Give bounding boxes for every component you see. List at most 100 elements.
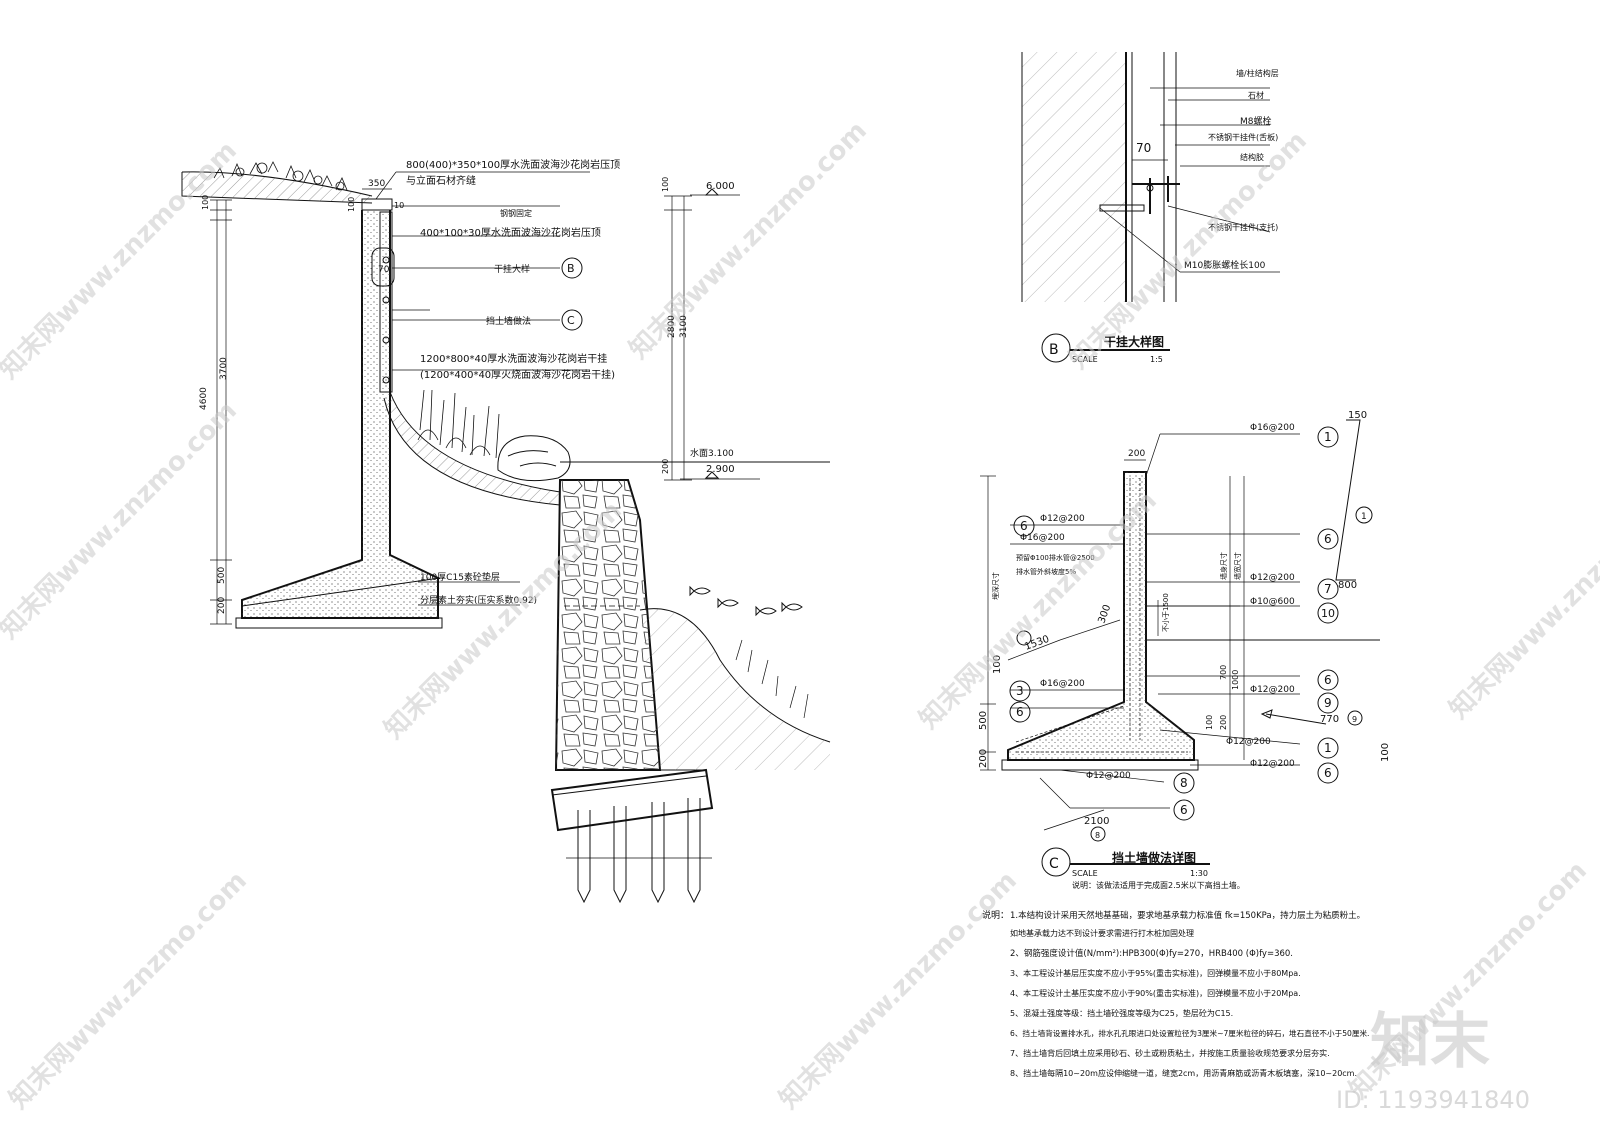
circled-number-marks bbox=[1009, 426, 1373, 842]
callout-steel-fix: 钢钢固定 bbox=[500, 208, 532, 218]
dim-200: 200 bbox=[217, 597, 227, 614]
callout-coping-400: 400*100*30厚水洗面波海沙花岗岩压顶 bbox=[420, 226, 601, 239]
note-2: 2、钢筋强度设计值(N/mm²):HPB300(Φ)fy=270，HRB400 … bbox=[1010, 948, 1293, 959]
note-3: 3、本工程设计基层压实度不应小于95%(重击实标准)，回弹模量不应小于80Mpa… bbox=[1010, 968, 1301, 978]
detail-marker-b bbox=[561, 257, 583, 279]
note-1b: 如地基承载力达不到设计要求需进行打木桩加固处理 bbox=[1010, 928, 1194, 938]
detail-marker-c bbox=[561, 309, 583, 331]
note-4: 4、本工程设计土基压实度不应小于90%(重击实标准)，回弹模量不应小于20Mpa… bbox=[1010, 988, 1301, 998]
note-1: 1.本结构设计采用天然地基基础，要求地基承载力标准值 fk=150KPa，持力层… bbox=[1010, 910, 1365, 921]
id-watermark: ID: 1193941840 bbox=[1336, 1086, 1530, 1114]
b-label-tongue: 不锈钢干挂件(舌板) bbox=[1208, 132, 1278, 142]
dim-100c: 100 bbox=[661, 177, 670, 192]
c-dim-1000: 1000 bbox=[1231, 670, 1240, 690]
c-note-drain: 预留Φ100排水管@2500 bbox=[1016, 553, 1095, 562]
c-num-3: 7 bbox=[1324, 582, 1332, 596]
fish-icons bbox=[689, 585, 803, 617]
b-scale-label: SCALE bbox=[1072, 355, 1098, 364]
c-rebar-6: Φ16@200 bbox=[1040, 679, 1085, 689]
b-marker: B bbox=[1049, 342, 1059, 358]
callout-cladding: 1200*800*40厚水洗面波海沙花岗岩干挂 bbox=[420, 352, 607, 365]
c-dim-700: 700 bbox=[1219, 665, 1228, 680]
c-dim-200: 200 bbox=[978, 749, 989, 768]
dim-350: 350 bbox=[368, 179, 385, 189]
bed-plants bbox=[417, 389, 500, 459]
c-note-wall: 墙身尺寸 bbox=[1219, 552, 1228, 580]
c-subnote: 说明：该做法适用于完成面2.5米以下高挡土墙。 bbox=[1072, 880, 1245, 890]
dim-100a: 100 bbox=[201, 195, 210, 210]
c-dim-500: 500 bbox=[978, 711, 989, 730]
watermark-2: 知末网www.znzmo.com bbox=[0, 396, 243, 645]
c-num-15: 8 bbox=[1095, 831, 1100, 840]
b-dim-70: 70 bbox=[1136, 141, 1151, 155]
c-note-bury: 埋深尺寸 bbox=[991, 572, 1000, 600]
c-dim-300: 300 bbox=[1096, 603, 1113, 625]
c-dim-800: 800 bbox=[1338, 580, 1357, 591]
watermark-6: 知末网www.znzmo.com bbox=[624, 116, 873, 365]
callout-coping-top: 800(400)*350*100厚水洗面波海沙花岗岩压顶 bbox=[406, 158, 620, 171]
c-rebar-3: Φ12@200 bbox=[1250, 573, 1295, 583]
dim-70: 70 bbox=[378, 265, 390, 275]
marker-b-label: B bbox=[567, 262, 575, 275]
dim-3100: 3100 bbox=[679, 315, 689, 338]
c-rebar-2: Φ16@200 bbox=[1020, 533, 1065, 543]
piles bbox=[577, 798, 701, 904]
c-scale: 1:30 bbox=[1190, 869, 1208, 878]
c-rebar-5: Φ12@200 bbox=[1250, 685, 1295, 695]
water-level: 水面3.100 bbox=[690, 447, 734, 459]
c-dim-770: 770 bbox=[1320, 714, 1339, 725]
c-num-10: 6 bbox=[1180, 803, 1188, 817]
c-num-2: 6 bbox=[1324, 532, 1332, 546]
callout-align-stone: 与立面石材齐缝 bbox=[406, 174, 476, 187]
c-rebar-1: Φ12@200 bbox=[1040, 514, 1085, 524]
watermarks: 知末网www.znzmo.com 知末网www.znzmo.com 知末网www… bbox=[0, 116, 1600, 1115]
b-label-m8: M8螺栓 bbox=[1240, 115, 1272, 127]
c-rebar-9: Φ12@200 bbox=[1226, 737, 1271, 747]
b-label-wall: 墙/柱结构层 bbox=[1236, 68, 1279, 78]
callout-bedding: 100厚C15素砼垫层 bbox=[420, 571, 500, 583]
note-8: 8、挡土墙每隔10~20m应设伸缩缝一道，缝宽2cm，用沥青麻筋或沥青木板填塞，… bbox=[1010, 1068, 1357, 1078]
callout-compaction: 分层素土夯实(压实系数0.92) bbox=[420, 594, 537, 606]
c-dim-2100: 2100 bbox=[1084, 816, 1109, 827]
c-dim-100r: 100 bbox=[1380, 743, 1391, 762]
c-scale-label: SCALE bbox=[1072, 869, 1098, 878]
dim-4600: 4600 bbox=[199, 387, 209, 410]
logo-watermark: 知末 bbox=[1370, 1007, 1490, 1077]
b-label-glue: 结构胶 bbox=[1240, 152, 1264, 162]
c-note-width: 墙宽尺寸 bbox=[1233, 552, 1242, 580]
callout-cladding-alt: (1200*400*40厚火烧面波海沙花岗岩干挂) bbox=[420, 368, 615, 381]
c-num-7: 1 bbox=[1324, 741, 1332, 755]
c-rebar-0: Φ16@200 bbox=[1250, 423, 1295, 433]
c-num-13: 1 bbox=[1361, 512, 1367, 522]
b-title: 干挂大样图 bbox=[1104, 334, 1164, 349]
c-num-6: 9 bbox=[1324, 696, 1332, 710]
c-num-14: 9 bbox=[1352, 715, 1357, 724]
b-scale: 1:5 bbox=[1150, 355, 1163, 364]
c-num-5: 6 bbox=[1324, 673, 1332, 687]
watermark-4: 知末网www.znzmo.com bbox=[4, 866, 253, 1115]
notes-heading: 说明： bbox=[982, 909, 1009, 921]
note-5: 5、混凝土强度等级：挡土墙砼强度等级为C25，垫层砼为C15. bbox=[1010, 1008, 1233, 1018]
c-dim-200top: 200 bbox=[1128, 449, 1145, 459]
elev-6000: 6.000 bbox=[706, 181, 735, 192]
c-rebar-8: Φ12@200 bbox=[1086, 771, 1131, 781]
c-rebar-7: Φ12@200 bbox=[1250, 759, 1295, 769]
left-section bbox=[181, 161, 831, 904]
watermark-5: 知末网www.znzmo.com bbox=[774, 866, 1023, 1115]
dim-10: 10 bbox=[394, 201, 404, 210]
c-num-4: 10 bbox=[1321, 607, 1335, 620]
c-num-8: 6 bbox=[1324, 766, 1332, 780]
c-rebar-4: Φ10@600 bbox=[1250, 597, 1295, 607]
c-marker: C bbox=[1049, 856, 1059, 872]
c-note-min: 不小于1500 bbox=[1161, 593, 1170, 632]
c-num-0: 1 bbox=[1324, 430, 1332, 444]
b-label-support: 不锈钢干挂件(支托) bbox=[1208, 222, 1278, 232]
c-dim-200b: 200 bbox=[1219, 715, 1228, 730]
note-6: 6、挡土墙背设置排水孔，排水孔孔眼进口处设置粒径为3厘米~7厘米粒径的碎石，堆石… bbox=[1010, 1028, 1369, 1038]
top-plants bbox=[213, 161, 348, 191]
callout-wall-method: 挡土墙做法 bbox=[486, 315, 531, 327]
watermark-1: 知末网www.znzmo.com bbox=[0, 136, 243, 385]
c-num-12: 6 bbox=[1016, 705, 1024, 719]
callout-dry-hang: 干挂大样 bbox=[494, 263, 530, 275]
